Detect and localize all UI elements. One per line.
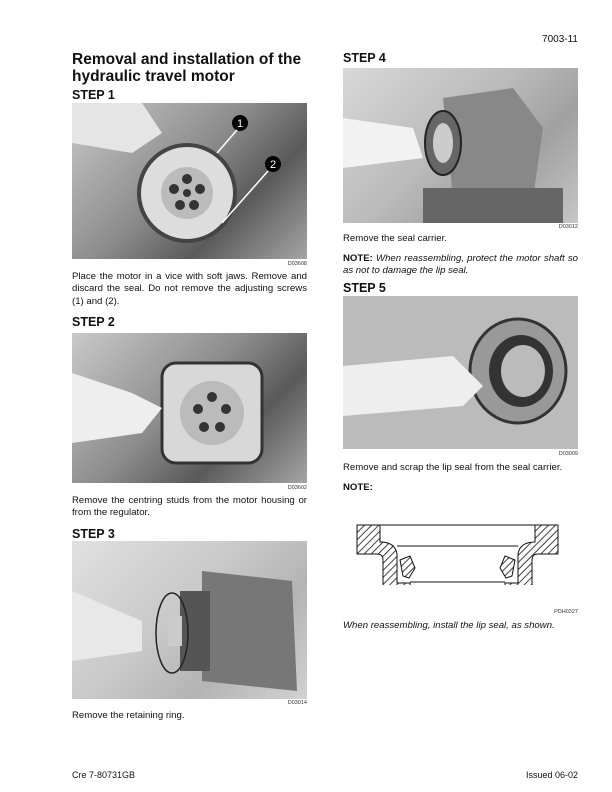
step-4-note: NOTE: When reassembling, protect the mot… <box>343 253 578 278</box>
step-5-image-code: D03009 <box>558 451 578 457</box>
note-label: NOTE: <box>343 253 373 264</box>
lip-seal-diagram <box>355 520 560 589</box>
diagram-code: PDH0327 <box>554 609 578 615</box>
footer-document-id: Cre 7-80731GB <box>72 770 136 780</box>
note-text: When reassembling, protect the motor sha… <box>343 253 578 277</box>
step-5-photo <box>343 296 578 449</box>
step-2-image-code: D03602 <box>287 485 307 491</box>
step-5-note-label: NOTE: <box>343 482 373 493</box>
step-2-photo <box>72 333 307 483</box>
step-4-photo <box>343 68 578 223</box>
step-3-photo <box>72 541 307 699</box>
step-4-image-code: D03012 <box>558 224 578 230</box>
step-2-heading: STEP 2 <box>72 315 115 329</box>
page-number: 7003-11 <box>542 34 578 45</box>
footer-issue-date: Issued 06-02 <box>525 770 578 780</box>
step-2-text: Remove the centring studs from the motor… <box>72 495 307 519</box>
step-5-heading: STEP 5 <box>343 281 386 295</box>
step-3-heading: STEP 3 <box>72 527 115 541</box>
callout-2: 2 <box>270 159 276 171</box>
page-title: Removal and installation of the hydrauli… <box>72 51 302 85</box>
step-4-text: Remove the seal carrier. <box>343 233 447 244</box>
diagram-caption: When reassembling, install the lip seal,… <box>343 620 555 631</box>
step-3-text: Remove the retaining ring. <box>72 710 185 721</box>
step-1-heading: STEP 1 <box>72 88 115 102</box>
step-5-text: Remove and scrap the lip seal from the s… <box>343 462 563 473</box>
step-1-text: Place the motor in a vice with soft jaws… <box>72 271 307 307</box>
step-1-photo: 1 2 <box>72 103 307 259</box>
callout-1: 1 <box>237 118 243 130</box>
step-1-image-code: D03608 <box>287 261 307 267</box>
step-3-image-code: D03014 <box>287 700 307 706</box>
step-4-heading: STEP 4 <box>343 51 386 65</box>
